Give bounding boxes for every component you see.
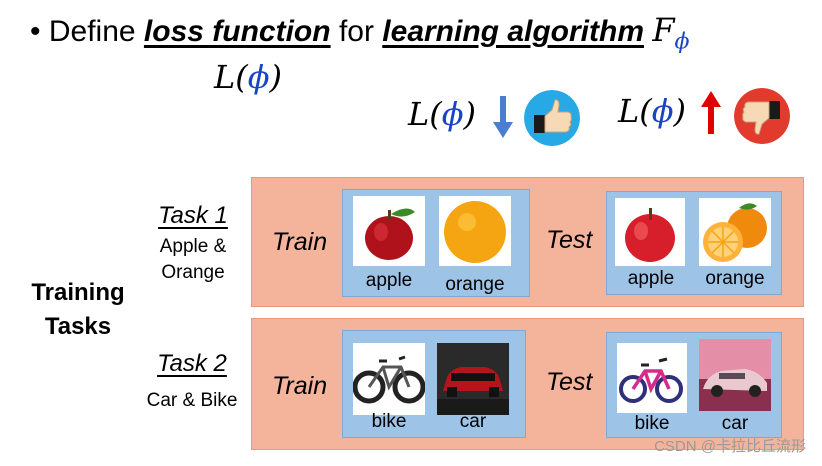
task-1-test-label: Test [546,226,592,255]
orange-image [439,196,511,266]
item-label: orange [437,274,513,296]
car-image [437,343,509,415]
thumbs-down-icon [734,88,790,144]
item-label: bike [617,413,687,435]
task-2-title: Task 2 [142,350,242,378]
heading-for: for [339,15,374,48]
heading-line: • Define loss function for learning algo… [30,10,690,62]
item-label: apple [615,268,687,290]
task-2-header: Task 2 Car & Bike [142,350,242,414]
loss-formula-good: L(ϕ) [408,95,476,133]
item-label: orange [697,268,773,290]
down-arrow-icon [492,96,514,140]
task-1-header: Task 1 Apple & Orange [146,202,240,286]
up-arrow-icon [700,90,722,134]
task-2-train-set: bike car [342,330,526,438]
task-1-subtitle: Apple & Orange [146,234,240,286]
bike-image [353,343,425,415]
loss-formula: L(ϕ) [214,58,282,96]
task-2-subtitle: Car & Bike [142,388,242,414]
heading-learning-algorithm: learning algorithm [382,15,644,48]
orange-image [699,198,771,266]
heading-define: Define [49,15,136,48]
item-label: apple [353,270,425,292]
watermark: CSDN @卡拉比丘流形 [654,435,806,456]
task-2-test-set: bike car [606,332,782,438]
task-1-train-label: Train [272,228,327,257]
task-1-train-set: apple orange [342,189,530,297]
apple-image [353,196,425,266]
bike-image [617,343,687,413]
heading-loss-function: loss function [144,15,331,48]
item-label: bike [353,411,425,433]
thumbs-up-icon [524,90,580,146]
item-label: car [699,413,771,435]
task-2-test-label: Test [546,368,592,397]
loss-formula-bad: L(ϕ) [618,92,686,130]
training-tasks-label: Training Tasks [24,276,132,344]
task-1-title: Task 1 [146,202,240,230]
algorithm-symbol: Fϕ [652,11,689,49]
task-2-train-label: Train [272,372,327,401]
bullet-glyph: • [30,15,41,48]
apple-image [615,198,685,266]
car-image [699,339,771,411]
item-label: car [437,411,509,433]
task-1-test-set: apple orange [606,191,782,295]
